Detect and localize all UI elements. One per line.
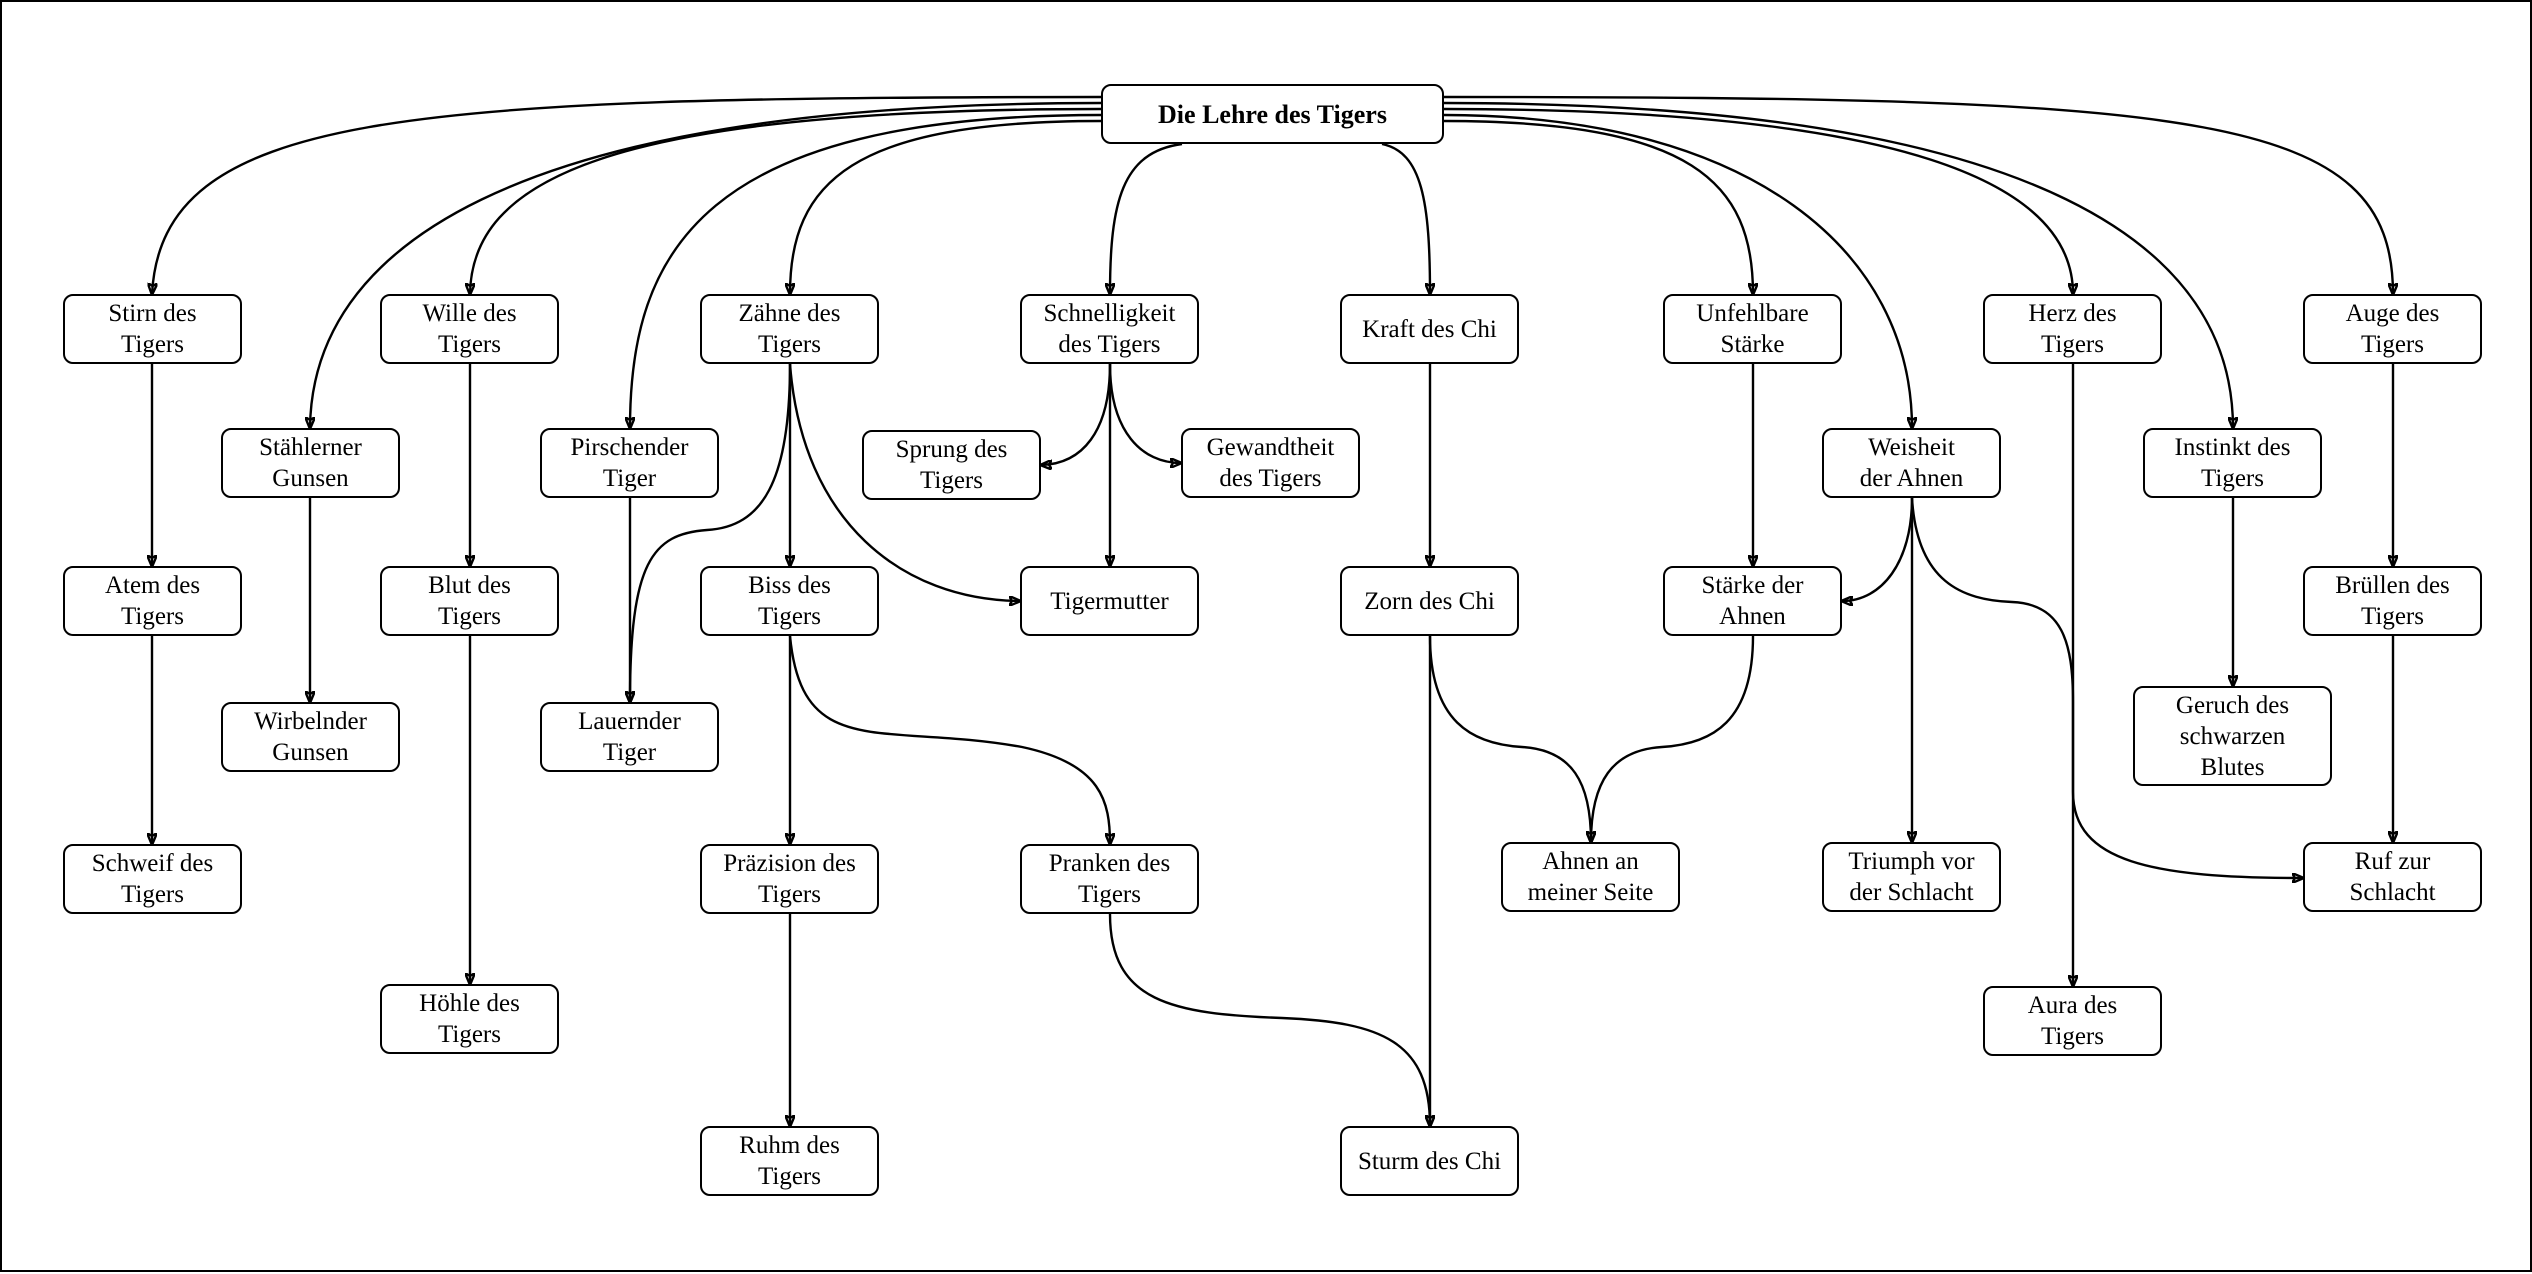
edge-root-to-staehlerner	[310, 101, 1102, 428]
node-pranken: Pranken des Tigers	[1020, 844, 1199, 914]
edge-root-to-unfehlbare	[1443, 119, 1753, 294]
edge-biss-to-pranken	[788, 635, 1110, 844]
node-stirn: Stirn des Tigers	[63, 294, 242, 364]
edge-root-to-herz	[1443, 107, 2073, 294]
node-tigermutter: Tigermutter	[1020, 566, 1199, 636]
node-geruch: Geruch des schwarzen Blutes	[2133, 686, 2332, 786]
edge-root-to-schnelligkeit	[1110, 142, 1183, 294]
node-unfehlbare: Unfehlbare Stärke	[1663, 294, 1842, 364]
node-pirschender: Pirschender Tiger	[540, 428, 719, 498]
edge-schnelligkeit-to-sprung	[1041, 363, 1112, 465]
node-sturm: Sturm des Chi	[1340, 1126, 1519, 1196]
node-hoehle: Höhle des Tigers	[380, 984, 559, 1054]
edge-weisheit-to-staerke-ahnen	[1842, 497, 1914, 601]
node-bruellen: Brüllen des Tigers	[2303, 566, 2482, 636]
node-ahnen-seite: Ahnen an meiner Seite	[1501, 842, 1680, 912]
node-instinkt: Instinkt des Tigers	[2143, 428, 2322, 498]
node-praezision: Präzision des Tigers	[700, 844, 879, 914]
node-sprung: Sprung des Tigers	[862, 430, 1041, 500]
edge-pranken-to-sturm	[1108, 913, 1430, 1126]
node-atem: Atem des Tigers	[63, 566, 242, 636]
edge-root-to-zaehne	[790, 119, 1102, 294]
edge-root-to-kraft	[1381, 142, 1430, 294]
edge-zaehne-to-tigermutter	[788, 363, 1020, 601]
edge-staerke-ahnen-to-ahnen-seite	[1591, 635, 1755, 842]
edge-weisheit-to-ruf	[1910, 497, 2303, 878]
node-wille: Wille des Tigers	[380, 294, 559, 364]
edge-root-to-pirschender	[630, 113, 1102, 428]
node-aura: Aura des Tigers	[1983, 986, 2162, 1056]
node-schweif: Schweif des Tigers	[63, 844, 242, 914]
node-kraft: Kraft des Chi	[1340, 294, 1519, 364]
node-biss: Biss des Tigers	[700, 566, 879, 636]
node-zorn: Zorn des Chi	[1340, 566, 1519, 636]
edge-root-to-auge	[1443, 95, 2393, 294]
node-zaehne: Zähne des Tigers	[700, 294, 879, 364]
edge-root-to-stirn	[152, 95, 1102, 294]
node-ruf: Ruf zur Schlacht	[2303, 842, 2482, 912]
node-ruhm: Ruhm des Tigers	[700, 1126, 879, 1196]
edge-root-to-instinkt	[1443, 101, 2233, 428]
edge-schnelligkeit-to-gewandtheit	[1108, 363, 1181, 463]
edge-root-to-wille	[470, 107, 1102, 294]
node-blut: Blut des Tigers	[380, 566, 559, 636]
node-schnelligkeit: Schnelligkeit des Tigers	[1020, 294, 1199, 364]
edge-zaehne-to-lauernder	[630, 363, 792, 702]
node-triumph: Triumph vor der Schlacht	[1822, 842, 2001, 912]
node-lauernder: Lauernder Tiger	[540, 702, 719, 772]
node-herz: Herz des Tigers	[1983, 294, 2162, 364]
node-wirbelnder: Wirbelnder Gunsen	[221, 702, 400, 772]
node-staehlerner: Stählerner Gunsen	[221, 428, 400, 498]
node-root: Die Lehre des Tigers	[1101, 84, 1444, 144]
node-weisheit: Weisheit der Ahnen	[1822, 428, 2001, 498]
node-staerke-ahnen: Stärke der Ahnen	[1663, 566, 1842, 636]
edge-zorn-to-ahnen-seite	[1428, 635, 1591, 842]
node-gewandtheit: Gewandtheit des Tigers	[1181, 428, 1360, 498]
node-auge: Auge des Tigers	[2303, 294, 2482, 364]
edge-root-to-weisheit	[1443, 113, 1912, 428]
